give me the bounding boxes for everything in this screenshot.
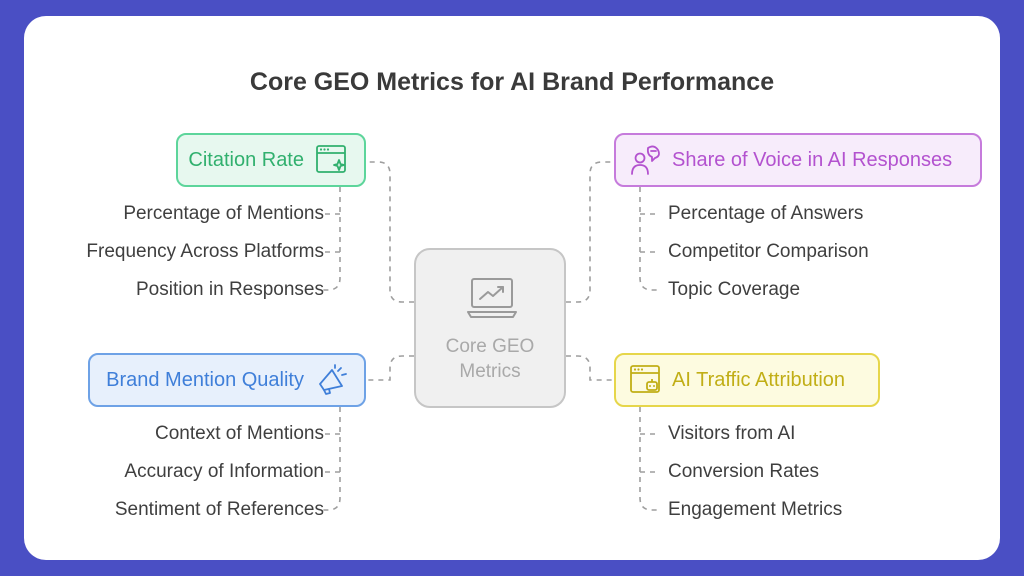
megaphone-icon xyxy=(319,364,347,395)
share-item-3: Topic Coverage xyxy=(668,279,801,300)
citation-item-1: Percentage of Mentions xyxy=(123,203,324,224)
brand-mention-quality-label: Brand Mention Quality xyxy=(106,368,304,391)
traffic-item-3: Engagement Metrics xyxy=(668,499,843,520)
brand-mention-quality-box: Brand Mention Quality xyxy=(88,353,366,407)
connector-center-share xyxy=(566,161,614,303)
connector-brand-items xyxy=(322,407,341,511)
speaking-person-icon xyxy=(631,145,660,175)
center-label-line1: Core GEO xyxy=(445,336,535,357)
citation-item-2: Frequency Across Platforms xyxy=(86,241,324,262)
center-label-line2: Metrics xyxy=(459,361,521,382)
traffic-item-1: Visitors from AI xyxy=(668,423,796,444)
share-of-voice-label: Share of Voice in AI Responses xyxy=(672,148,953,171)
traffic-item-2: Conversion Rates xyxy=(668,461,820,482)
brand-item-2: Accuracy of Information xyxy=(124,461,324,482)
ai-traffic-attribution-label: AI Traffic Attribution xyxy=(672,368,846,391)
ai-traffic-attribution-box: AI Traffic Attribution xyxy=(614,353,880,407)
share-of-voice-box: Share of Voice in AI Responses xyxy=(614,133,982,187)
connector-center-traffic xyxy=(566,355,614,381)
connector-center-brand xyxy=(366,355,414,381)
citation-item-3: Position in Responses xyxy=(136,279,324,300)
monitor-trend-icon xyxy=(467,278,517,318)
citation-rate-box: Citation Rate xyxy=(176,133,366,187)
connector-traffic-items xyxy=(639,407,658,511)
share-item-2: Competitor Comparison xyxy=(668,241,869,262)
citation-rate-label: Citation Rate xyxy=(188,148,304,171)
diagram-title: Core GEO Metrics for AI Brand Performanc… xyxy=(249,68,775,96)
core-geo-metrics-node: Core GEO Metrics xyxy=(414,248,566,408)
diagram-card: Core GEO Metrics for AI Brand Performanc… xyxy=(24,16,1000,560)
brand-item-1: Context of Mentions xyxy=(155,423,324,444)
brand-item-3: Sentiment of References xyxy=(114,499,324,520)
connector-citation-items xyxy=(322,187,341,291)
connector-share-items xyxy=(639,187,658,291)
share-item-1: Percentage of Answers xyxy=(668,203,864,224)
browser-robot-icon xyxy=(630,365,660,393)
browser-sparkle-icon xyxy=(316,145,346,173)
connector-center-citation xyxy=(366,161,414,303)
connector-lines xyxy=(322,161,658,511)
